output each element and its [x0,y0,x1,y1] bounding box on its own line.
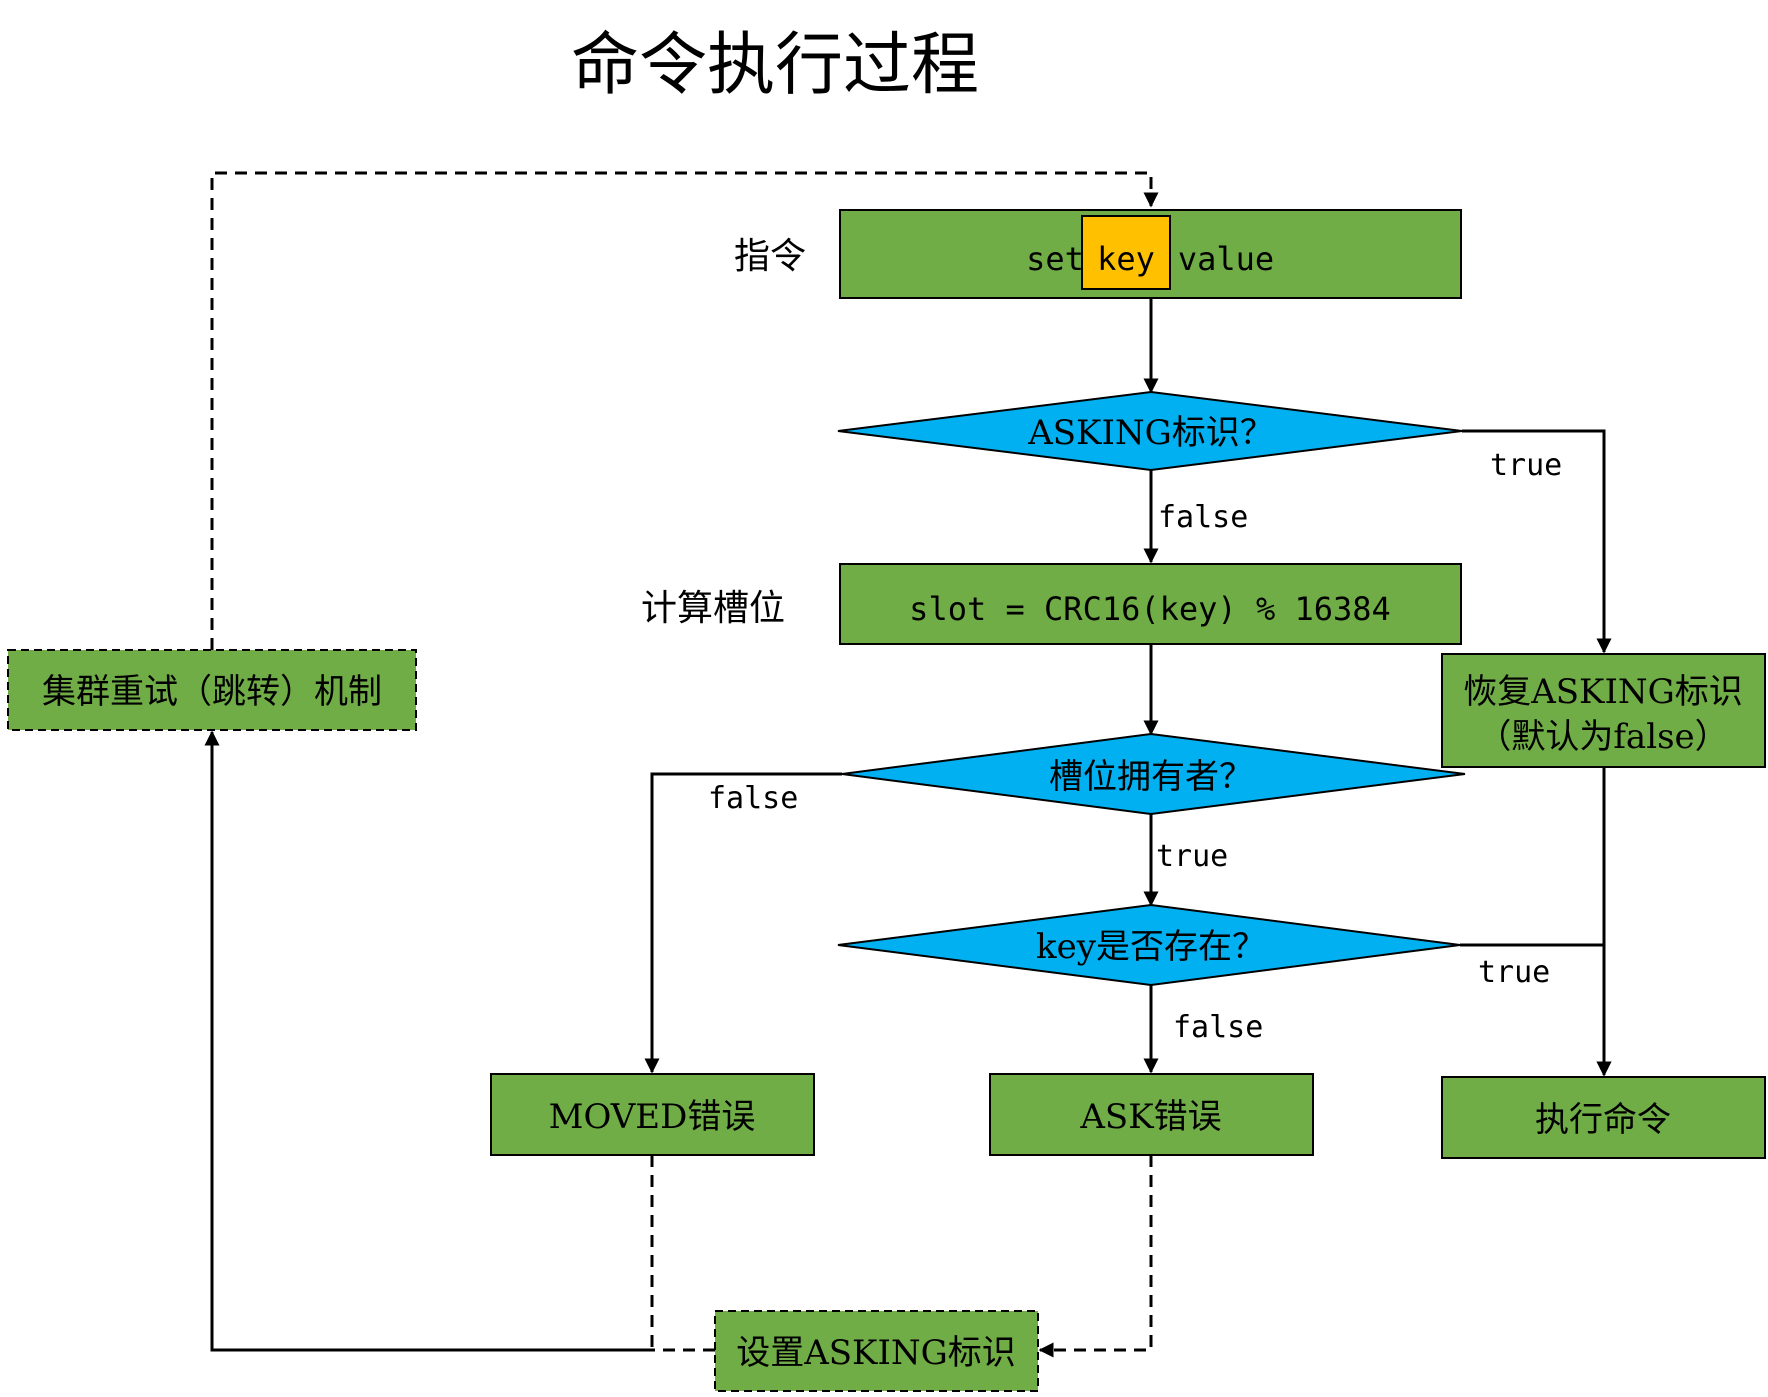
set-asking-box: 设置ASKING标识 [714,1310,1039,1392]
label-instruction: 指令 [734,236,806,277]
edge-owner-false [644,772,842,1074]
edge-label-asking-true: true [1490,448,1562,483]
execute-text: 执行命令 [1535,1100,1671,1140]
reset-asking-line2: （默认为false） [1477,717,1728,757]
edge-ask-to-set-asking [1038,1155,1153,1358]
set-asking-text: 设置ASKING标识 [736,1333,1016,1373]
command-set: set [1026,240,1084,278]
slot-calc-box: slot = CRC16(key) % 16384 [839,563,1462,645]
decision-asking-text: ASKING标识？ [1027,413,1274,453]
edge-label-asking-false: false [1158,500,1248,535]
key-highlight [1081,215,1171,290]
reset-asking-line1: 恢复ASKING标识 [1463,672,1743,712]
cluster-retry-text: 集群重试（跳转）机制 [42,672,382,712]
execute-box: 执行命令 [1441,1076,1766,1159]
reset-asking-box: 恢复ASKING标识 （默认为false） [1441,653,1766,768]
command-key: key [1097,240,1155,278]
edge-label-owner-true: true [1156,839,1228,874]
cluster-retry-box: 集群重试（跳转）机制 [7,649,417,731]
ask-error-text: ASK错误 [1079,1097,1221,1137]
edge-label-exists-false: false [1173,1010,1263,1045]
diagram-title: 命令执行过程 [571,26,979,105]
slot-calc-text: slot = CRC16(key) % 16384 [909,590,1391,628]
decision-key-exists-text: key是否存在？ [1036,927,1266,967]
ask-error-box: ASK错误 [989,1073,1314,1156]
command-value: value [1178,240,1274,278]
decision-owner-text: 槽位拥有者？ [1049,757,1253,797]
moved-error-text: MOVED错误 [549,1097,756,1137]
command-box: set key value [839,209,1462,299]
moved-error-box: MOVED错误 [490,1073,815,1156]
decision-asking: ASKING标识？ [837,390,1463,472]
edge-label-exists-true: true [1478,955,1550,990]
edge-label-owner-false: false [708,781,798,816]
edge-asking-true [1462,429,1612,654]
edge-return-to-retry [204,730,652,1352]
label-compute-slot: 计算槽位 [641,588,785,629]
decision-key-exists: key是否存在？ [837,903,1461,987]
decision-owner: 槽位拥有者？ [841,732,1466,816]
edge-retry-to-command [210,171,1159,650]
